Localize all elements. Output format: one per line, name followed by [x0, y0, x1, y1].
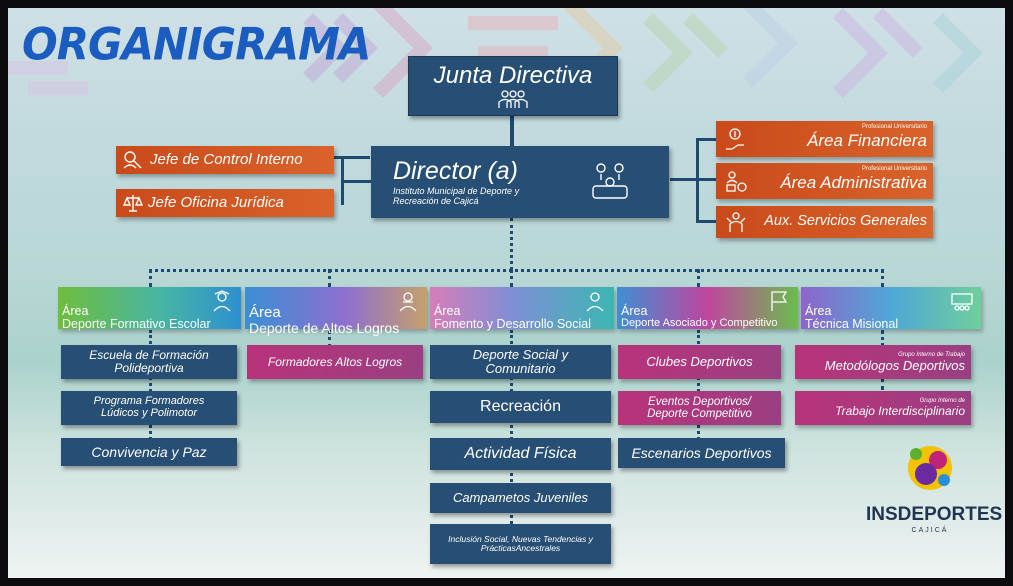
area-administrativa-tag: Profesional Universitario — [861, 166, 927, 172]
area-altos-logros-line1: Área — [249, 304, 281, 321]
col3-item-2: Recreación — [430, 391, 611, 423]
col3-item-5-label: Inclusión Social, Nuevas Tendencias y Pr… — [448, 534, 593, 553]
col3-item-4-label: Campametos Juveniles — [452, 490, 589, 506]
jefe-oficina-juridica-box: Jefe Oficina Jurídica — [116, 189, 334, 217]
area-financiera-box: Profesional Universitario Área Financier… — [716, 121, 933, 157]
junta-directiva-box: Junta Directiva — [408, 56, 618, 116]
area-administrativa-box: Profesional Universitario Área Administr… — [716, 163, 933, 199]
director-subtitle: Instituto Municipal de Deporte y Recreac… — [393, 186, 520, 206]
jefe-control-interno-label: Jefe de Control Interno — [150, 151, 303, 169]
area-financiera-tag: Profesional Universitario — [861, 124, 927, 130]
team-ideas-icon — [589, 160, 631, 202]
flag-icon — [766, 290, 792, 312]
team-icon — [949, 290, 975, 312]
area-tecnica-line2: Técnica Misional — [805, 317, 899, 332]
director-box: Director (a) Instituto Municipal de Depo… — [371, 146, 669, 218]
cleaning-icon — [724, 210, 748, 234]
col4-item-3: Escenarios Deportivos — [618, 438, 785, 468]
jefe-control-interno-box: Jefe de Control Interno — [116, 146, 334, 174]
col4-item-1: Clubes Deportivos — [618, 345, 781, 379]
connector-right-3 — [696, 220, 716, 223]
area-altos-logros-line2: Deporte de Altos Logros — [249, 319, 400, 336]
col5-item-2-label: Trabajo Interdisciplinario — [835, 404, 965, 419]
connector-right-2 — [696, 178, 716, 181]
decorative-pattern — [8, 8, 983, 98]
money-hand-icon — [724, 127, 746, 151]
connector-col1 — [149, 330, 152, 440]
area-tecnica-line1: Área — [805, 304, 832, 318]
col4-item-2: Eventos Deportivos/ Deporte Competitivo — [618, 391, 781, 425]
col2-item-1-label: Formadores Altos Logros — [267, 354, 403, 369]
area-header-formativo: Área Deporte Formativo Escolar — [58, 287, 241, 332]
col3-item-2-label: Recreación — [480, 397, 561, 415]
col4-item-2-label: Eventos Deportivos/ Deporte Competitivo — [647, 395, 752, 420]
col2-item-1: Formadores Altos Logros — [247, 345, 423, 379]
connector-col2 — [328, 330, 331, 348]
col1-item-3: Convivencia y Paz — [61, 438, 237, 466]
area-header-asociado: Área Deporte Asociado y Competitivo — [617, 287, 798, 329]
connector-right — [670, 178, 698, 181]
connector-left-2 — [341, 180, 371, 183]
group-icon — [495, 89, 531, 109]
col1-item-2: Programa Formadores Lúdicos y Polimotor — [61, 391, 237, 425]
athlete-icon — [395, 290, 421, 312]
page-title: ORGANIGRAMA — [22, 18, 371, 71]
col3-item-3-label: Actividad Física — [464, 444, 577, 462]
scales-icon — [122, 193, 144, 213]
area-header-tecnica: Área Técnica Misional — [801, 287, 981, 332]
col3-item-4: Campametos Juveniles — [430, 483, 611, 513]
col3-item-1-label: Deporte Social y Comunitario — [472, 347, 569, 376]
admin-icon — [724, 169, 748, 193]
col5-item-1-label: Metodólogos Deportivos — [824, 357, 965, 373]
connector-left — [334, 156, 370, 159]
connector-right-1 — [696, 138, 716, 141]
aux-servicios-generales-box: Aux. Servicios Generales — [716, 206, 933, 238]
insdeportes-emblem — [908, 446, 952, 490]
col4-item-3-label: Escenarios Deportivos — [631, 444, 772, 461]
insdeportes-logo: INSDEPORTES CAJICÁ — [866, 438, 1003, 548]
area-fomento-line2: Fomento y Desarrollo Social — [434, 317, 592, 332]
col1-item-3-label: Convivencia y Paz — [91, 443, 207, 460]
area-asociado-line2: Deporte Asociado y Competitivo — [621, 317, 778, 330]
connector-col3 — [510, 330, 513, 530]
col5-item-1-tag: Grupo Interno de Trabajo — [898, 351, 965, 358]
col5-item-1: Grupo Interno de Trabajo Metodólogos Dep… — [795, 345, 971, 379]
area-header-altos-logros: Área Deporte de Altos Logros — [245, 287, 427, 335]
col3-item-1: Deporte Social y Comunitario — [430, 345, 611, 379]
connector-col4 — [697, 330, 700, 440]
junta-directiva-label: Junta Directiva — [433, 62, 593, 90]
connector-areas-bus — [149, 269, 884, 272]
col4-item-1-label: Clubes Deportivos — [646, 354, 753, 370]
col5-item-2: Grupo Interno de Trabajo Interdisciplina… — [795, 391, 971, 425]
logo-name: INSDEPORTES — [866, 504, 1003, 525]
col1-item-1-label: Escuela de Formación Polideportiva — [89, 348, 209, 375]
connector-area-3 — [510, 269, 513, 287]
connector-junta-director — [510, 115, 514, 150]
student-icon — [209, 290, 235, 312]
org-chart-canvas: ORGANIGRAMA Junta Directiva Director (a)… — [8, 8, 1005, 578]
connector-director-areas — [510, 218, 513, 270]
area-header-fomento: Área Fomento y Desarrollo Social — [430, 287, 614, 332]
area-formativo-line2: Deporte Formativo Escolar — [62, 317, 211, 332]
connector-area-5 — [881, 269, 884, 287]
aux-servicios-generales-label: Aux. Servicios Generales — [764, 213, 927, 230]
connector-area-4 — [697, 269, 700, 287]
area-financiera-label: Área Financiera — [806, 131, 927, 151]
col3-item-5: Inclusión Social, Nuevas Tendencias y Pr… — [430, 524, 611, 564]
col1-item-1: Escuela de Formación Polideportiva — [61, 345, 237, 379]
inspector-icon — [122, 150, 144, 170]
area-formativo-line1: Área — [62, 304, 89, 318]
area-administrativa-label: Área Administrativa — [780, 173, 927, 193]
logo-sub: CAJICÁ — [911, 527, 949, 534]
col5-item-2-tag: Grupo Interno de — [919, 398, 965, 405]
director-label: Director (a) — [393, 156, 519, 185]
col1-item-2-label: Programa Formadores Lúdicos y Polimotor — [93, 395, 205, 419]
connector-area-2 — [328, 269, 331, 287]
connector-area-1 — [149, 269, 152, 287]
area-asociado-line1: Área — [621, 304, 648, 318]
person-icon — [582, 290, 608, 312]
jefe-oficina-juridica-label: Jefe Oficina Jurídica — [148, 194, 284, 212]
area-fomento-line1: Área — [434, 304, 461, 318]
col3-item-3: Actividad Física — [430, 438, 611, 470]
